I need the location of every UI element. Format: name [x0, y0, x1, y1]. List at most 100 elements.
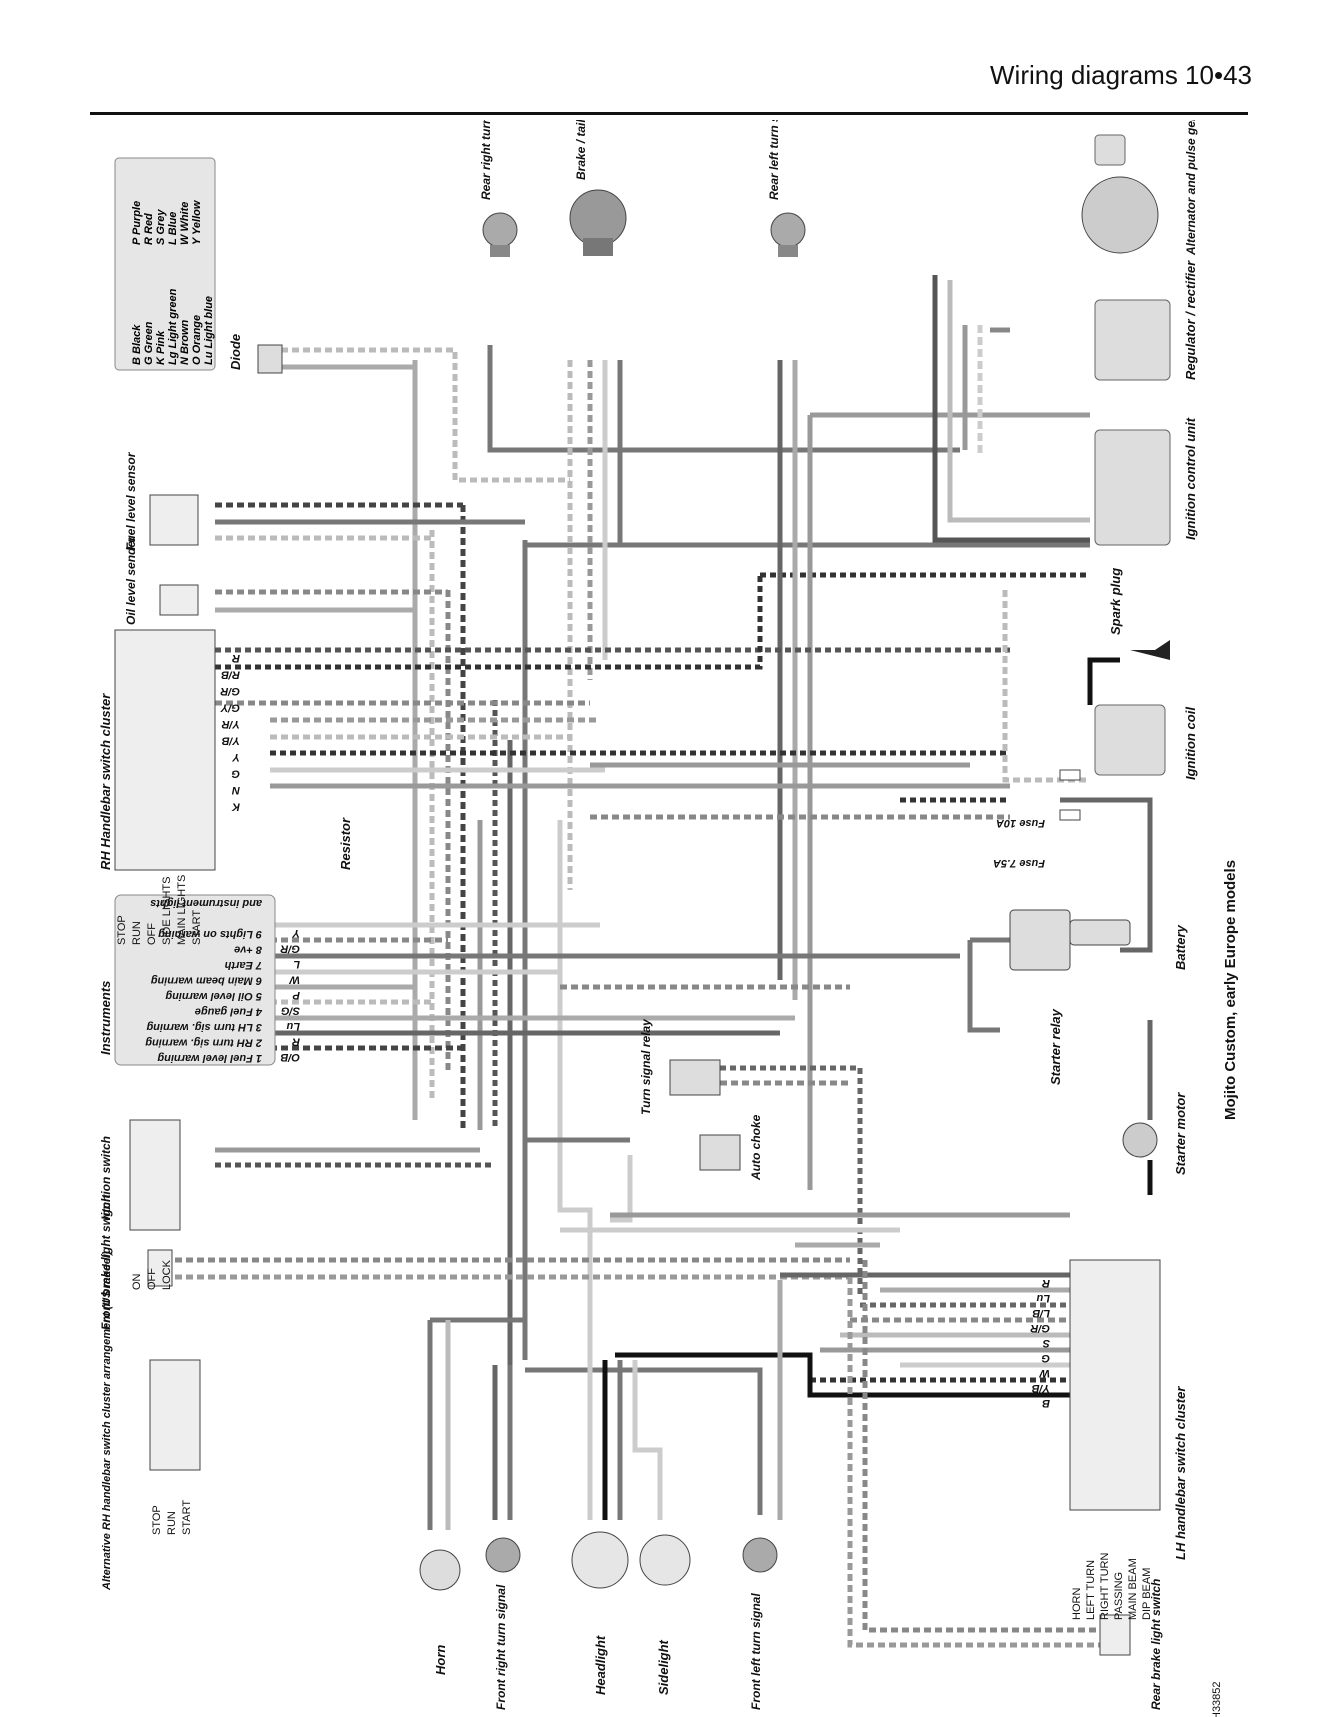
- alt-position-label: STOP: [151, 1505, 163, 1535]
- rh-wire-code: R/B: [221, 669, 240, 681]
- rh-wire-code: K: [231, 801, 240, 813]
- rh-wire-code: Y: [231, 751, 240, 763]
- instruments-box: [114, 894, 276, 1066]
- lh-wire-code: B: [1042, 1397, 1050, 1409]
- oil-sender-box: [159, 584, 199, 616]
- wire-diode-YR: [270, 347, 570, 483]
- label-front-left-turn: Front left turn signal: [749, 1593, 763, 1710]
- lh-wire-code: G: [1041, 1352, 1050, 1364]
- instrument-pin-label: 4 Fuel gauge: [195, 1006, 263, 1018]
- inst-wire-code: R: [292, 1036, 300, 1048]
- rh-wire-code: G: [231, 768, 240, 780]
- rear-left-turn-bulb: [770, 212, 806, 248]
- ign-position-label: ON: [131, 1273, 143, 1290]
- inst-wire-code: L: [293, 958, 300, 970]
- legend-entry: L Blue: [167, 212, 179, 245]
- label-battery: Battery: [1173, 924, 1188, 970]
- rh-position-label: START: [191, 910, 203, 945]
- front-brake-switch: [147, 1249, 173, 1287]
- alt-position-label: RUN: [166, 1511, 178, 1535]
- instrument-extra-label: and instrument lights: [150, 897, 262, 909]
- turn-relay-box: [669, 1059, 721, 1096]
- ign-position-label: OFF: [146, 1268, 158, 1290]
- lh-position-label: LEFT TURN: [1085, 1560, 1097, 1620]
- brake-tail-socket: [583, 238, 613, 256]
- wire-W-v: [557, 820, 593, 1360]
- rh-wire-code: R: [232, 652, 240, 664]
- auto-choke-box: [699, 1134, 741, 1171]
- label-rear-brake: Rear brake light switch: [1149, 1579, 1163, 1710]
- label-horn: Horn: [433, 1645, 448, 1675]
- starter-motor: [1122, 1122, 1158, 1158]
- legend-entry: G Green: [143, 321, 155, 365]
- page-header: Wiring diagrams 10•43: [0, 0, 1336, 130]
- lh-position-label: MAIN BEAM: [1127, 1558, 1139, 1620]
- starter-relay-box: [1009, 909, 1071, 971]
- fuse-7-5a: [1059, 809, 1081, 821]
- lh-wire-code: R: [1042, 1277, 1050, 1289]
- lh-wire-code: L/B: [1032, 1307, 1050, 1319]
- page-title: Wiring diagrams 10•43: [990, 60, 1252, 90]
- rh-wire-code: N: [231, 784, 240, 796]
- lh-position-label: PASSING: [1113, 1572, 1125, 1620]
- rh-wire-code: Y/R: [222, 718, 240, 730]
- ignition-coil-box: [1094, 704, 1166, 776]
- instrument-pin-label: 3 LH turn sig. warning: [146, 1021, 262, 1033]
- label-fuse-7-5a: Fuse 7.5A: [993, 857, 1045, 869]
- lh-wire-code: Y/B: [1032, 1382, 1050, 1394]
- label-auto-choke: Auto choke: [749, 1114, 763, 1181]
- label-lh-switch: LH handlebar switch cluster: [1173, 1386, 1188, 1560]
- inst-wire-code: Lu: [286, 1020, 300, 1032]
- wire-bat-R: [1120, 815, 1153, 953]
- label-starter-motor: Starter motor: [1173, 1092, 1188, 1175]
- legend-entry: Lg Light green: [167, 288, 179, 365]
- label-ignition-coil: Ignition coil: [1183, 707, 1198, 780]
- instrument-pin-label: 9 Lights on warning: [158, 928, 262, 940]
- inst-wire-code: P: [292, 989, 300, 1001]
- ign-position-label: LOCK: [161, 1259, 173, 1290]
- label-instruments: Instruments: [98, 981, 113, 1055]
- front-left-turn-bulb: [742, 1537, 778, 1573]
- label-regulator: Regulator / rectifier: [1183, 260, 1198, 380]
- fuse-10a: [1059, 769, 1081, 781]
- lh-wire-code: W: [1038, 1367, 1050, 1379]
- rh-wire-code: Y/B: [222, 735, 240, 747]
- wire-sl-Y: [632, 1360, 663, 1520]
- legend-entry: N Brown: [179, 320, 191, 366]
- regulator-box: [1094, 299, 1171, 381]
- inst-wire-code: Y: [291, 927, 300, 939]
- rh-position-label: MAIN LIGHTS: [176, 875, 188, 945]
- battery-box: [1069, 919, 1131, 946]
- wire-code-labels: RR/BG/RG/YY/RY/BYGNKRLuL/BG/RSGWY/BBYG/R…: [219, 652, 1050, 1409]
- rh-position-label: OFF: [146, 923, 158, 945]
- lh-position-label: RIGHT TURN: [1099, 1553, 1111, 1620]
- label-resistor: Resistor: [338, 817, 353, 870]
- legend-entry: B Black: [131, 324, 143, 365]
- instrument-pin-label: 2 RH turn sig. warning: [145, 1037, 263, 1049]
- lh-wire-code: G/R: [1030, 1322, 1050, 1334]
- label-ignition-unit: Ignition control unit: [1183, 417, 1198, 540]
- rh-wire-code: G/R: [220, 685, 240, 697]
- components: [114, 134, 1171, 1656]
- legend-entry: S Grey: [155, 209, 167, 245]
- instrument-pin-label: 6 Main beam warning: [150, 975, 262, 987]
- ignition-unit-box: [1094, 429, 1171, 546]
- label-front-brake: Front brake light switch: [99, 1195, 113, 1330]
- label-rh-switch: RH Handlebar switch cluster: [98, 693, 113, 870]
- legend-entry: O Orange: [191, 315, 203, 365]
- label-rear-right-turn: Rear right turn signal: [479, 120, 493, 200]
- labels: Diode Rear right turn signal Brake / tai…: [98, 120, 1239, 1717]
- inst-wire-code: G/R: [280, 943, 300, 955]
- legend-entry: W White: [179, 202, 191, 245]
- legend-entry: Lu Light blue: [203, 296, 215, 365]
- sidelight-bulb: [639, 1534, 691, 1586]
- rh-wire-code: G/Y: [219, 702, 240, 714]
- inst-wire-code: W: [288, 974, 300, 986]
- inst-wire-code: O/B: [280, 1051, 300, 1063]
- rh-position-label: SIDE LIGHTS: [161, 877, 173, 945]
- label-turn-relay: Turn signal relay: [639, 1018, 653, 1115]
